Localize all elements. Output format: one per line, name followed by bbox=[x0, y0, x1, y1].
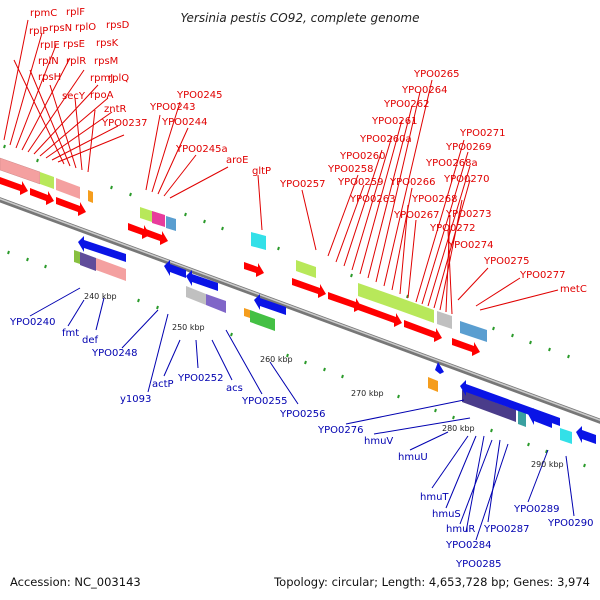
map-title: Yersinia pestis CO92, complete genome bbox=[181, 11, 420, 25]
gene-label: YPO0263 bbox=[349, 194, 395, 205]
gene-label: YPO0290 bbox=[547, 518, 593, 529]
gene-label: YPO0243 bbox=[149, 102, 195, 113]
gene-label: YPO0262 bbox=[383, 99, 429, 110]
forward-gene-arrows bbox=[0, 177, 480, 356]
gene-label: YPO0260 bbox=[339, 151, 385, 162]
gene-label: gltP bbox=[252, 166, 271, 177]
forward-feature-boxes bbox=[0, 157, 487, 342]
gene-label: rpmC bbox=[30, 8, 57, 19]
gene-label: YPO0259 bbox=[337, 177, 383, 188]
gene-label: rpoA bbox=[90, 90, 114, 101]
gene-label: YPO0261 bbox=[371, 116, 417, 127]
gene-label: YPO0269 bbox=[445, 142, 491, 153]
gene-label: YPO0264 bbox=[401, 85, 447, 96]
gene-label: rplQ bbox=[108, 73, 129, 84]
gene-label: hmuU bbox=[398, 452, 428, 463]
reverse-leader-lines bbox=[29, 287, 575, 541]
tick-marks bbox=[3, 144, 586, 468]
gene-label: YPO0285 bbox=[455, 559, 501, 570]
gene-label: rplN bbox=[38, 56, 59, 67]
gene-label: YPO0244 bbox=[161, 117, 207, 128]
gene-label: hmuR bbox=[446, 524, 475, 535]
gene-label: aroE bbox=[226, 155, 248, 166]
gene-label: def bbox=[82, 335, 99, 346]
gene-label: rplO bbox=[75, 22, 96, 33]
gene-label: rpsE bbox=[63, 39, 85, 50]
scale-label: 240 kbp bbox=[84, 292, 117, 301]
scale-labels: 240 kbp 250 kbp 260 kbp 270 kbp 280 kbp … bbox=[84, 292, 564, 469]
gene-label: YPO0284 bbox=[445, 540, 491, 551]
gene-label: YPO0257 bbox=[279, 179, 325, 190]
scale-label: 280 kbp bbox=[442, 424, 475, 433]
gene-label: YPO0266 bbox=[389, 177, 435, 188]
gene-label: YPO0256 bbox=[279, 409, 325, 420]
gene-label: rplF bbox=[66, 7, 85, 18]
genome-backbone bbox=[0, 197, 600, 424]
gene-label: YPO0260a bbox=[359, 134, 412, 145]
gene-label: rpsH bbox=[38, 72, 61, 83]
gene-label: YPO0277 bbox=[519, 270, 565, 281]
topology-text: Topology: circular; Length: 4,653,728 bp… bbox=[273, 575, 590, 589]
gene-label: YPO0268 bbox=[411, 194, 457, 205]
scale-label: 260 kbp bbox=[260, 355, 293, 364]
gene-label: YPO0255 bbox=[241, 396, 287, 407]
gene-label: rpmJ bbox=[90, 73, 113, 84]
gene-label: YPO0270 bbox=[443, 174, 489, 185]
gene-label: YPO0271 bbox=[459, 128, 505, 139]
accession-text: Accession: NC_003143 bbox=[10, 575, 141, 589]
gene-label: fmt bbox=[62, 328, 79, 339]
gene-label: y1093 bbox=[120, 394, 151, 405]
gene-label: rplR bbox=[66, 56, 86, 67]
scale-label: 270 kbp bbox=[351, 389, 384, 398]
gene-label: YPO0237 bbox=[101, 118, 147, 129]
gene-label: zntR bbox=[104, 104, 127, 115]
forward-leader-lines bbox=[3, 19, 559, 315]
gene-label: rpsD bbox=[106, 20, 130, 31]
gene-label: hmuS bbox=[432, 509, 461, 520]
gene-label: YPO0245a bbox=[175, 144, 228, 155]
gene-label: metC bbox=[560, 284, 587, 295]
gene-label: YPO0245 bbox=[176, 90, 222, 101]
gene-label: hmuV bbox=[364, 436, 393, 447]
gene-label: YPO0276 bbox=[317, 425, 363, 436]
reverse-feature-boxes bbox=[74, 250, 572, 444]
gene-label: rpIE bbox=[40, 40, 60, 51]
scale-label: 250 kbp bbox=[172, 323, 205, 332]
gene-label: YPO0267 bbox=[393, 210, 439, 221]
reverse-gene-arrows bbox=[78, 236, 596, 444]
gene-label: rplP bbox=[29, 26, 48, 37]
gene-label: YPO0287 bbox=[483, 524, 529, 535]
genome-backbone-highlight bbox=[0, 198, 600, 421]
gene-label: rpsM bbox=[94, 56, 118, 67]
gene-label: YPO0289 bbox=[513, 504, 559, 515]
forward-labels: rpmC rplF rplP rpsN rplO rpsD rpIE rpsE … bbox=[29, 7, 587, 295]
gene-label: YPO0272 bbox=[429, 223, 475, 234]
gene-label: secY bbox=[62, 91, 86, 102]
gene-label: actP bbox=[152, 379, 174, 390]
gene-label: YPO0275 bbox=[483, 256, 529, 267]
gene-label: rpsK bbox=[96, 38, 119, 49]
gene-label: YPO0248 bbox=[91, 348, 137, 359]
reverse-labels: YPO0240 fmt def YPO0248 y1093 actP YPO02… bbox=[9, 317, 593, 570]
gene-label: acs bbox=[226, 383, 243, 394]
gene-label: YPO0265 bbox=[413, 69, 459, 80]
gene-label: YPO0252 bbox=[177, 373, 223, 384]
gene-label: YPO0268a bbox=[425, 158, 478, 169]
gene-label: YPO0273 bbox=[445, 209, 491, 220]
gene-label: hmuT bbox=[420, 492, 449, 503]
gene-label: YPO0258 bbox=[327, 164, 373, 175]
gene-label: rpsN bbox=[49, 23, 72, 34]
gene-label: YPO0240 bbox=[9, 317, 55, 328]
scale-label: 290 kbp bbox=[531, 460, 564, 469]
gene-label: YPO0274 bbox=[447, 240, 493, 251]
